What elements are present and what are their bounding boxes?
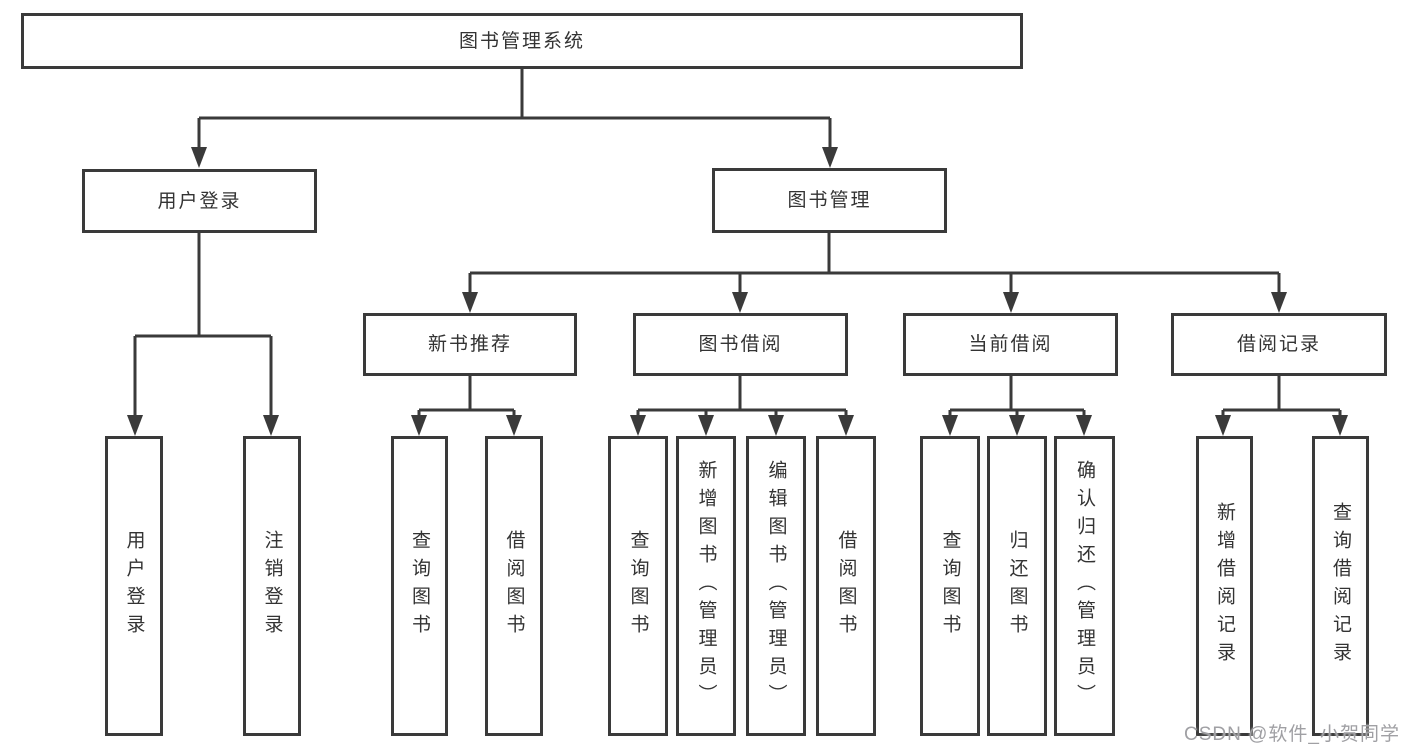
leaf-return-books: 归还图书 xyxy=(987,436,1047,736)
connector-user-login-children xyxy=(133,233,273,417)
node-current-borrowing: 当前借阅 xyxy=(903,313,1118,376)
arrowhead-down-icon xyxy=(698,415,714,436)
leaf-logout: 注销登录 xyxy=(243,436,301,736)
arrowhead-down-icon xyxy=(630,415,646,436)
node-label: 新增图书（管理员） xyxy=(695,460,717,712)
leaf-user-login: 用户登录 xyxy=(105,436,163,736)
arrowhead-down-icon xyxy=(462,292,478,313)
connector-borrow-records-children xyxy=(1221,376,1342,417)
arrowhead-down-icon xyxy=(838,415,854,436)
leaf-query-books-current: 查询图书 xyxy=(920,436,980,736)
arrowhead-down-icon xyxy=(1003,292,1019,313)
arrowhead-down-icon xyxy=(1271,292,1287,313)
node-label: 当前借阅 xyxy=(968,334,1053,355)
arrowhead-down-icon xyxy=(1076,415,1092,436)
arrowhead-down-icon xyxy=(506,415,522,436)
leaf-borrow-books-recommend: 借阅图书 xyxy=(485,436,543,736)
arrowhead-down-icon xyxy=(127,415,143,436)
node-label: 查询图书 xyxy=(409,530,430,642)
node-label: 用户登录 xyxy=(157,190,242,212)
node-label: 查询借阅记录 xyxy=(1330,502,1351,670)
node-label: 注销登录 xyxy=(261,530,283,642)
node-label: 图书管理 xyxy=(787,190,872,211)
node-label: 归还图书 xyxy=(1006,530,1028,642)
node-new-book-recommend: 新书推荐 xyxy=(363,313,577,376)
node-label: 图书管理系统 xyxy=(458,30,585,52)
leaf-add-book-admin: 新增图书（管理员） xyxy=(676,436,736,736)
connector-new-book-children xyxy=(417,376,516,417)
leaf-query-books-recommend: 查询图书 xyxy=(391,436,448,736)
arrowhead-down-icon xyxy=(411,415,427,436)
connector-current-borrow-children xyxy=(948,376,1086,417)
arrowhead-down-icon xyxy=(1009,415,1025,436)
arrowhead-down-icon xyxy=(732,292,748,313)
leaf-query-borrow-record: 查询借阅记录 xyxy=(1312,436,1369,736)
node-library-system: 图书管理系统 xyxy=(21,13,1023,69)
node-label: 编辑图书（管理员） xyxy=(765,460,787,712)
leaf-borrow-books: 借阅图书 xyxy=(816,436,876,736)
node-book-management: 图书管理 xyxy=(712,168,947,233)
node-label: 用户登录 xyxy=(123,530,145,642)
arrowhead-down-icon xyxy=(191,147,207,168)
node-borrowing-records: 借阅记录 xyxy=(1171,313,1387,376)
leaf-confirm-return-admin: 确认归还（管理员） xyxy=(1054,436,1115,736)
arrowhead-down-icon xyxy=(768,415,784,436)
arrowhead-down-icon xyxy=(1332,415,1348,436)
node-label: 查询图书 xyxy=(627,530,649,642)
leaf-add-borrow-record: 新增借阅记录 xyxy=(1196,436,1253,736)
node-label: 借阅图书 xyxy=(835,530,857,642)
arrowhead-down-icon xyxy=(942,415,958,436)
connector-book-borrow-children xyxy=(636,376,848,417)
connector-book-mgmt-children xyxy=(468,233,1281,293)
arrowhead-down-icon xyxy=(822,147,838,168)
node-label: 借阅记录 xyxy=(1236,334,1321,355)
csdn-watermark: CSDN @软件_小贺同学 xyxy=(1184,724,1400,745)
leaf-edit-book-admin: 编辑图书（管理员） xyxy=(746,436,806,736)
node-book-borrowing: 图书借阅 xyxy=(633,313,848,376)
connector-root-to-level2 xyxy=(197,68,832,148)
node-label: 新增借阅记录 xyxy=(1214,502,1235,670)
arrowhead-down-icon xyxy=(263,415,279,436)
node-label: 图书借阅 xyxy=(698,334,783,355)
node-label: 查询图书 xyxy=(939,530,961,642)
node-user-login: 用户登录 xyxy=(82,169,317,233)
node-label: 借阅图书 xyxy=(503,530,525,642)
arrowhead-down-icon xyxy=(1215,415,1231,436)
node-label: 确认归还（管理员） xyxy=(1074,460,1095,712)
node-label: 新书推荐 xyxy=(427,334,512,355)
leaf-query-books-borrow: 查询图书 xyxy=(608,436,668,736)
